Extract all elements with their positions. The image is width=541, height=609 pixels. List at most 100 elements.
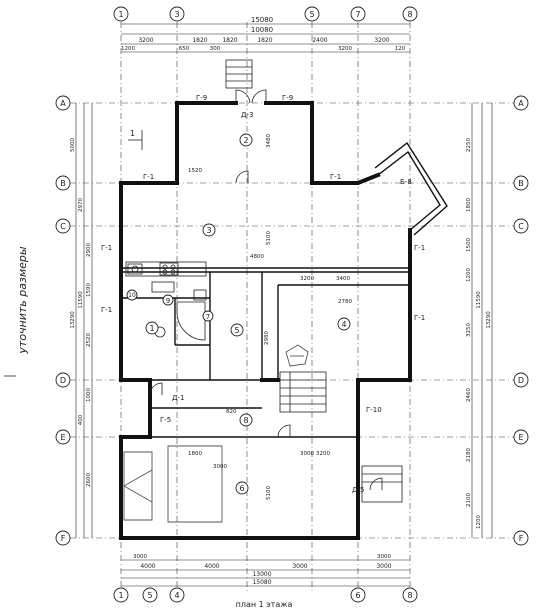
label-door: Д-5 bbox=[352, 486, 364, 494]
grid-bubble-left: E bbox=[60, 433, 65, 442]
top-dim-seg: 2400 bbox=[312, 37, 327, 44]
inner-dim: 3000 bbox=[300, 451, 314, 457]
label-stair: Г-10 bbox=[366, 406, 382, 414]
room-number: 10 bbox=[128, 292, 136, 299]
top-dim-seg: 1820 bbox=[222, 37, 237, 44]
room-number: 9 bbox=[166, 297, 170, 305]
grid-bubble-left: D bbox=[60, 376, 66, 385]
stair bbox=[279, 371, 327, 413]
grid-bubble-left: F bbox=[61, 534, 66, 543]
label-window: Г-1 bbox=[101, 244, 112, 252]
grid-bubble-right: E bbox=[518, 433, 523, 442]
left-dim: 1590 bbox=[86, 283, 92, 297]
grid-bubble-left: A bbox=[60, 99, 66, 108]
top-dim-seg: 1820 bbox=[192, 37, 207, 44]
drawing-title: план 1 этажа bbox=[236, 600, 293, 609]
grid-bubble-bottom: 1 bbox=[118, 591, 123, 600]
top-dim-small: 120 bbox=[395, 46, 406, 52]
right-dim: 1200 bbox=[476, 515, 482, 529]
left-dim: 2520 bbox=[86, 333, 92, 347]
right-dim: 1800 bbox=[466, 198, 472, 212]
right-dim: 2180 bbox=[466, 448, 472, 462]
grid-bubbles-right: A B C D E F bbox=[513, 95, 529, 546]
grid-bubbles-bottom: 1 5 4 6 8 bbox=[113, 587, 418, 603]
interior-walls bbox=[121, 267, 410, 438]
inner-dim: 3480 bbox=[266, 134, 272, 148]
inner-dim: 3000 bbox=[213, 464, 227, 470]
inner-dim: 5100 bbox=[266, 231, 272, 245]
top-dim-small: 300 bbox=[210, 46, 221, 52]
left-dimension-chain: 5000 2970 2900 1590 2520 1000 2600 400 1… bbox=[70, 103, 93, 538]
bottom-dim-overall2: 13000 bbox=[252, 571, 271, 578]
armchair-sketch bbox=[285, 344, 309, 367]
grid-bubble-top: 5 bbox=[309, 10, 314, 19]
grid-bubble-right: B bbox=[518, 179, 524, 188]
bathroom-fixtures bbox=[154, 289, 207, 341]
top-dim-row1: 15080 bbox=[251, 16, 273, 24]
grid-bubble-right: A bbox=[518, 99, 524, 108]
room-number: 8 bbox=[243, 416, 248, 425]
left-dim: 13290 bbox=[70, 311, 76, 329]
car-outline bbox=[123, 445, 223, 523]
label-window: Г-9 bbox=[282, 94, 293, 102]
right-dim: 13290 bbox=[486, 311, 492, 329]
right-dim: 3250 bbox=[466, 323, 472, 337]
label-door: Д-1 bbox=[172, 394, 184, 402]
room-numbers: 2 3 1 5 4 6 7 8 9 10 bbox=[126, 133, 351, 495]
bottom-dim-small: 3000 bbox=[133, 554, 147, 560]
label-window: Г-1 bbox=[101, 306, 112, 314]
top-dim-seg: 1820 bbox=[257, 37, 272, 44]
grid-bubble-bottom: 4 bbox=[174, 591, 179, 600]
label-door: Г-5 bbox=[160, 416, 171, 424]
grid-bubble-right: F bbox=[519, 534, 524, 543]
exterior-walls bbox=[119, 101, 448, 540]
left-dim: 5000 bbox=[70, 138, 76, 152]
grid-bubble-bottom: 8 bbox=[407, 591, 412, 600]
grid-lines bbox=[70, 22, 520, 592]
top-dim-row2: 10080 bbox=[251, 26, 273, 34]
top-dim-small: 650 bbox=[179, 46, 190, 52]
right-dim: 2460 bbox=[466, 388, 472, 402]
left-dim: 2600 bbox=[86, 473, 92, 487]
right-dimension-chain: 2250 1800 1500 1200 3250 2460 2180 2100 … bbox=[466, 103, 493, 538]
bottom-dimension-chain: 4000 4000 3000 3000 13000 15080 3000 300… bbox=[121, 554, 410, 587]
top-dim-seg: 3200 bbox=[374, 37, 389, 44]
grid-bubble-bottom: 6 bbox=[355, 591, 360, 600]
grid-bubble-left: C bbox=[60, 222, 66, 231]
label-window: Г-1 bbox=[143, 173, 154, 181]
room-number: 1 bbox=[149, 324, 154, 333]
entrance-steps bbox=[225, 59, 253, 89]
bottom-dim-seg: 3000 bbox=[376, 563, 391, 570]
grid-bubble-top: 7 bbox=[355, 10, 360, 19]
bottom-dim-overall1: 15080 bbox=[252, 579, 271, 586]
room-number: 5 bbox=[234, 326, 239, 335]
grid-bubble-bottom: 5 bbox=[147, 591, 152, 600]
section-mark: 1 bbox=[128, 129, 143, 150]
grid-bubble-right: D bbox=[518, 376, 524, 385]
label-door: Д-3 bbox=[241, 111, 253, 119]
left-dim: 2970 bbox=[78, 198, 84, 212]
bottom-dim-seg: 4000 bbox=[140, 563, 155, 570]
grid-bubble-top: 8 bbox=[407, 10, 412, 19]
room-number: 3 bbox=[206, 226, 211, 235]
inner-dim: 820 bbox=[226, 409, 237, 415]
grid-bubble-right: C bbox=[518, 222, 524, 231]
inner-dim: 3200 bbox=[300, 276, 314, 282]
inner-dim: 5100 bbox=[266, 486, 272, 500]
label-window: Г-1 bbox=[414, 314, 425, 322]
inner-dim: 4800 bbox=[250, 254, 264, 260]
room-number: 6 bbox=[239, 484, 244, 493]
label-window: Г-1 bbox=[330, 173, 341, 181]
grid-bubble-top: 3 bbox=[174, 10, 179, 19]
inner-dim: 2980 bbox=[264, 331, 270, 345]
room-number: 4 bbox=[341, 320, 346, 329]
left-dim: 2900 bbox=[86, 243, 92, 257]
inner-dim: 3400 bbox=[336, 276, 350, 282]
bottom-dim-seg: 4000 bbox=[204, 563, 219, 570]
kitchen-fixtures bbox=[125, 261, 207, 293]
top-dim-seg: 3200 bbox=[138, 37, 153, 44]
bottom-dim-small: 3000 bbox=[377, 554, 391, 560]
inner-dim: 1800 bbox=[188, 451, 202, 457]
room-number: 2 bbox=[243, 136, 248, 145]
